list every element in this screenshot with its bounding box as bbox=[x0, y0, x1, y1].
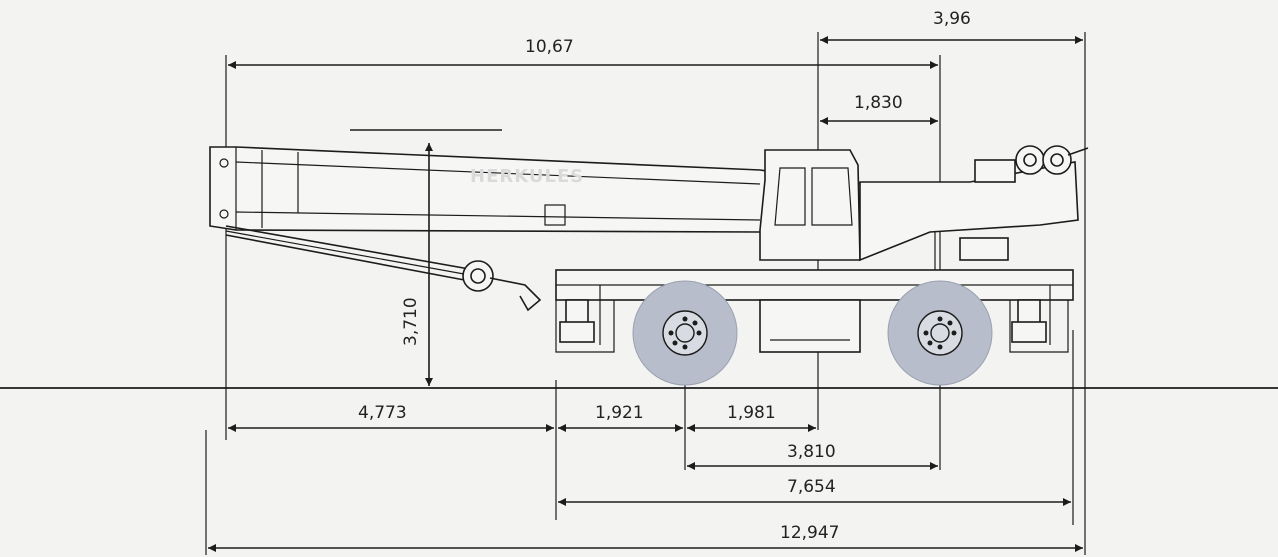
front-wheel bbox=[632, 280, 738, 386]
dim-label-front-axle-offset: 1,921 bbox=[595, 403, 644, 423]
dim-label-wheelbase: 3,810 bbox=[787, 442, 836, 462]
dim-boom-length: 10,67 bbox=[228, 37, 938, 69]
chassis bbox=[555, 269, 1074, 353]
dim-cab-offset: 1,830 bbox=[820, 93, 938, 125]
operator-cab bbox=[759, 149, 861, 261]
dim-label-cab-offset: 1,830 bbox=[854, 93, 903, 113]
dim-label-boom-length: 10,67 bbox=[525, 37, 574, 57]
dim-axle-to-pivot: 1,981 bbox=[687, 403, 816, 432]
dim-label-top-right-width: 3,96 bbox=[933, 9, 971, 29]
dim-wheelbase: 3,810 bbox=[687, 442, 938, 470]
superstructure bbox=[859, 145, 1089, 270]
lift-cylinder bbox=[225, 225, 542, 312]
dim-overall-length: 12,947 bbox=[208, 523, 1083, 552]
dim-label-front-overhang: 4,773 bbox=[358, 403, 407, 423]
dim-carrier-length: 7,654 bbox=[558, 477, 1071, 506]
dim-label-height: 3,710 bbox=[401, 297, 421, 346]
dim-label-overall-length: 12,947 bbox=[780, 523, 839, 543]
rear-outrigger bbox=[1011, 285, 1051, 345]
boom bbox=[209, 129, 941, 233]
front-outrigger bbox=[559, 285, 601, 345]
dim-front-axle-offset: 1,921 bbox=[558, 403, 683, 432]
brand-watermark: HERKULES bbox=[470, 166, 584, 187]
dim-front-overhang: 4,773 bbox=[228, 403, 554, 432]
dim-label-carrier-length: 7,654 bbox=[787, 477, 836, 497]
crane-illustration: HERKULES bbox=[209, 129, 1089, 386]
dim-height: 3,710 bbox=[401, 143, 433, 386]
dim-top-right-width: 3,96 bbox=[820, 9, 1083, 44]
dim-label-axle-to-pivot: 1,981 bbox=[727, 403, 776, 423]
rear-wheel bbox=[887, 280, 993, 386]
